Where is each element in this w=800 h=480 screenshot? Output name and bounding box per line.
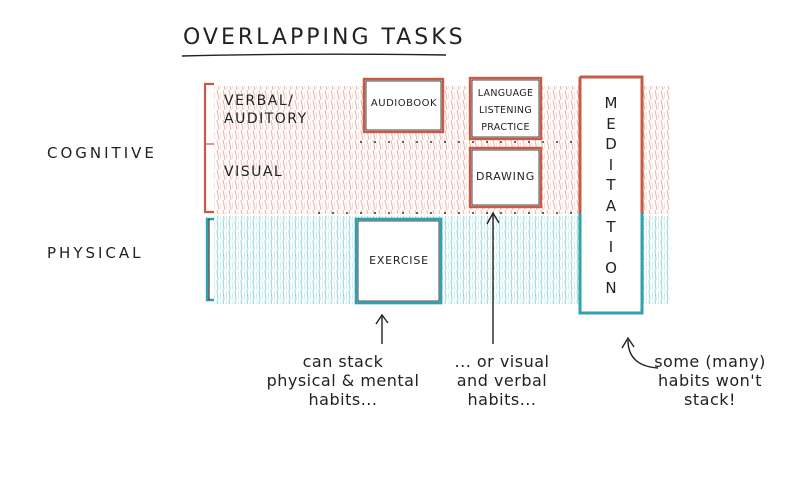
annotation-visual-verbal: ... or visual and verbal habits...: [444, 352, 560, 409]
annotation-line: some (many): [654, 352, 766, 371]
annotation-stack-physical-mental: can stack physical & mental habits...: [258, 352, 428, 409]
physical-bracket: [205, 217, 214, 302]
audiobook-box: [362, 77, 445, 134]
audiobook-label: AUDIOBOOK: [370, 98, 438, 109]
meditation-letter: A: [605, 196, 617, 215]
drawing-label: DRAWING: [475, 170, 536, 183]
verbal-auditory-label: VERBAL/ AUDITORY: [224, 92, 308, 128]
annotation-line: physical & mental: [266, 371, 420, 390]
physical-label: PHYSICAL: [47, 244, 144, 262]
exercise-label: EXERCISE: [369, 254, 429, 267]
meditation-letter: T: [606, 176, 616, 195]
arrow-wont-stack: [627, 339, 659, 369]
language-line: LANGUAGE: [477, 88, 534, 99]
diagram-title: OVERLAPPING TASKS: [183, 25, 466, 50]
annotation-line: ... or visual: [454, 352, 550, 371]
meditation-letter: E: [606, 114, 616, 133]
meditation-letter: M: [604, 94, 618, 112]
meditation-letter: D: [605, 135, 617, 154]
verbal-auditory-line-1: VERBAL/: [224, 93, 295, 109]
annotation-line: stack!: [684, 390, 736, 409]
cognitive-bracket: [203, 82, 214, 214]
meditation-letter: O: [605, 258, 617, 277]
exercise-box: [354, 217, 443, 305]
annotation-line: can stack: [302, 352, 384, 371]
visual-label: VISUAL: [224, 164, 284, 180]
drawing-box: [468, 146, 543, 209]
annotation-wont-stack: some (many) habits won't stack!: [640, 352, 780, 409]
annotation-line: habits...: [467, 390, 537, 409]
verbal-auditory-line-2: AUDITORY: [224, 111, 308, 127]
annotation-line: and verbal: [456, 371, 548, 390]
meditation-label: M E D I T A T I O N: [580, 93, 642, 299]
cognitive-label: COGNITIVE: [47, 144, 157, 162]
language-listening-practice-box: [468, 76, 543, 141]
title-underline: [181, 53, 447, 57]
practice-line: PRACTICE: [481, 122, 530, 133]
annotation-line: habits...: [308, 390, 378, 409]
listening-line: LISTENING: [478, 105, 532, 116]
language-listening-practice-label: LANGUAGE LISTENING PRACTICE: [472, 85, 539, 136]
annotation-line: habits won't: [658, 371, 762, 390]
meditation-letter: T: [606, 217, 616, 236]
meditation-letter: N: [605, 279, 617, 298]
meditation-letter: I: [608, 155, 614, 174]
meditation-letter: I: [608, 238, 614, 257]
